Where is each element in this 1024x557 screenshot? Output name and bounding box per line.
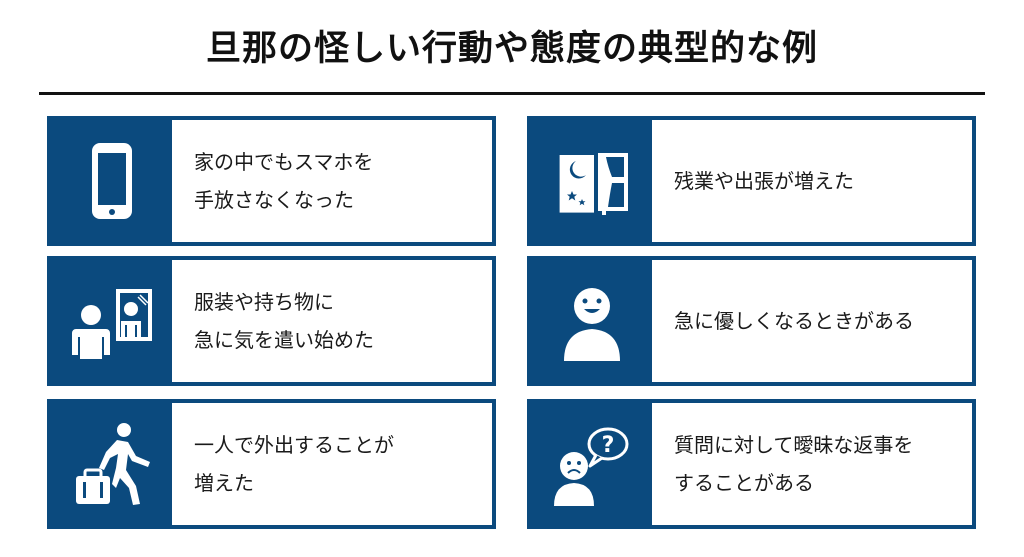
card-line: 家の中でもスマホを bbox=[194, 150, 374, 174]
night-window-icon bbox=[559, 153, 628, 215]
icon-panel bbox=[531, 260, 652, 382]
card-kindness: 急に優しくなるときがある bbox=[527, 256, 976, 386]
person-mirror-icon bbox=[71, 289, 152, 359]
card-going-out: 一人で外出することが 増えた bbox=[47, 399, 496, 529]
icon-panel: ? bbox=[531, 403, 652, 525]
card-line: 急に気を遣い始めた bbox=[194, 328, 374, 352]
card-line: 増えた bbox=[194, 471, 254, 495]
smiling-person-icon bbox=[563, 288, 620, 361]
title-divider bbox=[39, 92, 985, 95]
page-title: 旦那の怪しい行動や態度の典型的な例 bbox=[205, 29, 818, 69]
card-vague-answers: ? 質問に対して曖昧な返事を することがある bbox=[527, 399, 976, 529]
card-smartphone: 家の中でもスマホを 手放さなくなった bbox=[47, 116, 496, 246]
card-line: 手放さなくなった bbox=[194, 188, 354, 212]
card-text: 服装や持ち物に 急に気を遣い始めた bbox=[172, 260, 492, 382]
card-overtime: 残業や出張が増えた bbox=[527, 116, 976, 246]
card-text: 急に優しくなるときがある bbox=[652, 260, 972, 382]
confused-person-question-icon: ? bbox=[553, 427, 628, 506]
svg-text:?: ? bbox=[601, 433, 614, 458]
card-line: 残業や出張が増えた bbox=[674, 169, 854, 193]
icon-panel bbox=[51, 403, 172, 525]
icon-panel bbox=[531, 120, 652, 242]
icon-panel bbox=[51, 260, 172, 382]
card-text: 家の中でもスマホを 手放さなくなった bbox=[172, 120, 492, 242]
card-text: 残業や出張が増えた bbox=[652, 120, 972, 242]
card-line: することがある bbox=[674, 471, 814, 495]
card-appearance: 服装や持ち物に 急に気を遣い始めた bbox=[47, 256, 496, 386]
person-suitcase-icon bbox=[75, 423, 150, 505]
card-line: 服装や持ち物に bbox=[194, 290, 334, 314]
card-line: 質問に対して曖昧な返事を bbox=[674, 433, 914, 457]
card-line: 急に優しくなるときがある bbox=[674, 309, 914, 333]
icon-panel bbox=[51, 120, 172, 242]
card-line: 一人で外出することが bbox=[194, 433, 394, 457]
smartphone-icon bbox=[91, 143, 132, 219]
card-text: 質問に対して曖昧な返事を することがある bbox=[652, 403, 972, 525]
card-text: 一人で外出することが 増えた bbox=[172, 403, 492, 525]
